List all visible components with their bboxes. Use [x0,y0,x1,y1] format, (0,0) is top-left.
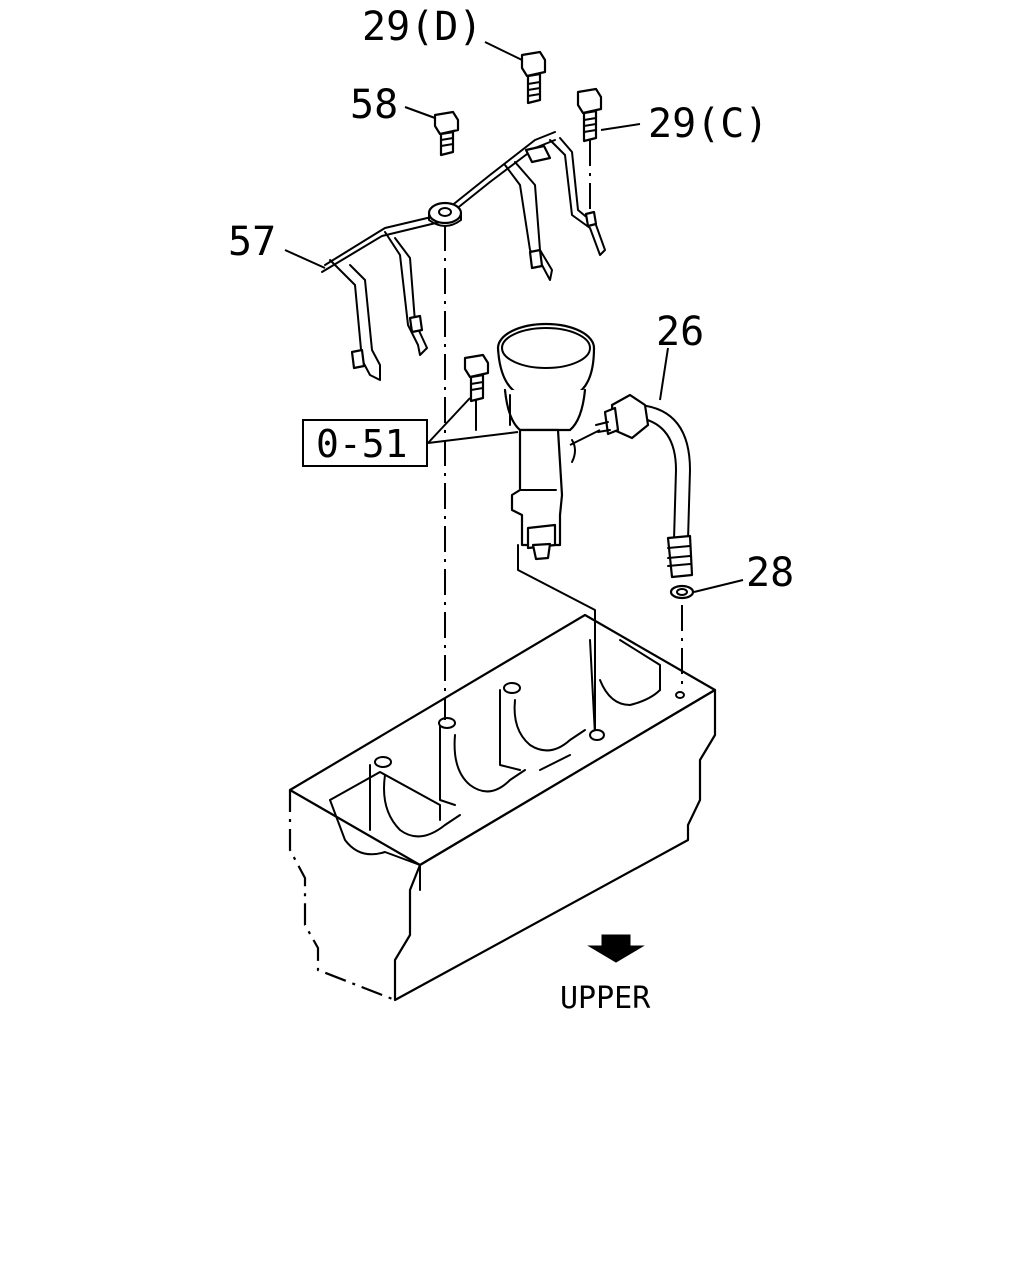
reference-box-label: 0-51 [316,422,408,466]
reference-box: 0-51 [302,419,428,467]
injector-nozzle-holder [496,322,596,561]
callout-28: 28 [746,550,794,596]
leader-lines [284,41,744,593]
upper-label: UPPER [560,981,651,1016]
assembly-lines [444,140,683,731]
bolt-injector-clamp [463,353,490,403]
bolt-29d [520,50,547,105]
injector-pipe-bracket [321,131,606,381]
bolt-29c [576,87,603,143]
callout-58: 58 [350,82,398,128]
injection-pipe [595,393,694,579]
upper-direction-indicator: UPPER [560,934,651,1016]
down-arrow-icon [587,934,645,963]
callout-29d: 29(D) [362,4,482,50]
bolt-58 [433,110,460,157]
washer-28 [669,584,695,600]
callout-26: 26 [656,309,704,355]
callout-29c: 29(C) [648,101,768,147]
cylinder-block [288,613,717,1002]
callout-57: 57 [228,219,276,265]
